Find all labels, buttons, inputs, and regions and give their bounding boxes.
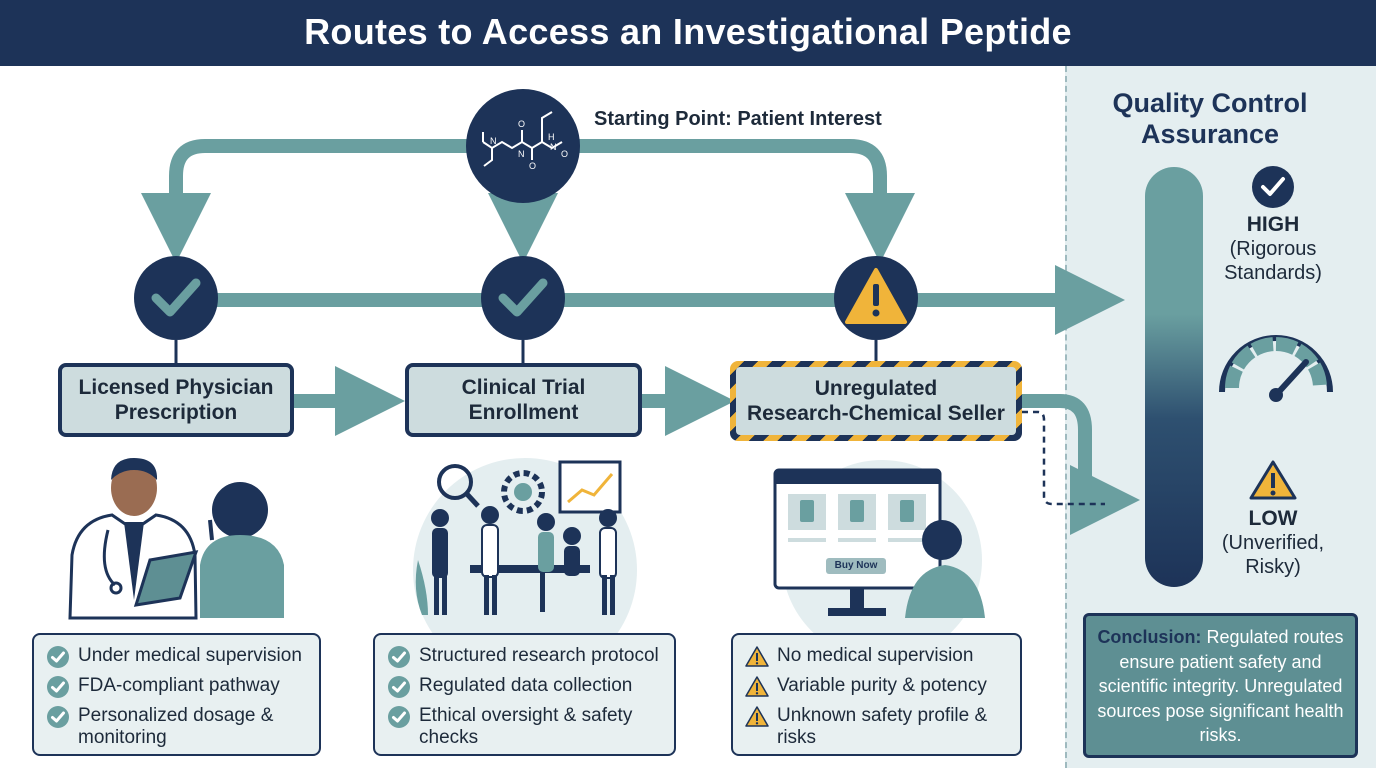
feature-text: Regulated data collection — [419, 675, 633, 696]
list-item: Personalized dosage & monitoring — [46, 705, 309, 749]
page-title: Routes to Access an Investigational Pept… — [0, 0, 1376, 66]
list-item: Structured research protocol — [387, 645, 664, 669]
low-quality-warning-icon — [1249, 460, 1297, 500]
quality-title-line1: Quality Control — [1112, 88, 1308, 118]
flow-arrow-to-seller — [576, 139, 915, 263]
route-seller-title-line2: Research-Chemical Seller — [747, 402, 1005, 425]
feature-text: Structured research protocol — [419, 645, 659, 666]
svg-text:H: H — [548, 132, 555, 142]
check-icon — [47, 706, 69, 728]
warning-icon — [745, 646, 769, 667]
check-icon — [47, 676, 69, 698]
check-icon — [388, 676, 410, 698]
svg-text:O: O — [529, 161, 536, 171]
high-quality-check-icon — [1252, 166, 1294, 208]
svg-text:N: N — [490, 136, 497, 146]
quality-scale-bar — [1145, 167, 1203, 587]
route-physician-title-line1: Licensed Physician — [78, 376, 274, 399]
check-icon — [47, 646, 69, 668]
route-seller-title-line1: Unregulated — [814, 377, 938, 400]
route-physician-title-line2: Prescription — [114, 401, 238, 424]
svg-text:O: O — [561, 149, 568, 159]
feature-text: Under medical supervision — [78, 645, 302, 666]
starting-point-label: Starting Point: Patient Interest — [594, 108, 882, 130]
trial-features: Structured research protocol Regulated d… — [373, 633, 676, 756]
feature-text: No medical supervision — [777, 645, 974, 666]
research-team-illustration — [413, 458, 637, 682]
flow-arrow-seller-to-low — [1020, 394, 1140, 535]
list-item: Variable purity & potency — [745, 675, 1010, 699]
feature-text: Personalized dosage & monitoring — [78, 705, 274, 748]
status-warning-seller — [834, 256, 918, 340]
check-icon — [388, 646, 410, 668]
status-check-trial — [481, 256, 565, 340]
list-item: Unknown safety profile & risks — [745, 705, 1010, 749]
high-desc-line2: Standards) — [1224, 262, 1322, 284]
route-trial-title-line2: Enrollment — [468, 401, 579, 424]
svg-text:N: N — [518, 149, 525, 159]
high-desc-line1: (Rigorous — [1229, 238, 1317, 260]
warning-icon — [745, 706, 769, 727]
high-quality-label: HIGH (Rigorous Standards) — [1203, 213, 1343, 285]
list-item: No medical supervision — [745, 645, 1010, 669]
flow-arrow-to-physician — [141, 139, 470, 263]
feature-text: Unknown safety profile & risks — [777, 705, 988, 748]
quality-title-line2: Assurance — [1140, 119, 1280, 149]
feature-text: FDA-compliant pathway — [78, 675, 280, 696]
conclusion-box: Conclusion: Regulated routes ensure pati… — [1083, 613, 1358, 758]
physician-features: Under medical supervision FDA-compliant … — [32, 633, 321, 756]
dashed-connector — [1022, 410, 1105, 506]
svg-text:O: O — [518, 119, 525, 129]
list-item: Ethical oversight & safety checks — [387, 705, 664, 749]
feature-text: Ethical oversight & safety checks — [419, 705, 633, 748]
route-trial-title-line1: Clinical Trial — [461, 376, 586, 399]
status-check-physician — [134, 256, 218, 340]
low-desc-line2: Risky) — [1245, 556, 1301, 578]
conclusion-text: Regulated routes ensure patient safety a… — [1097, 627, 1344, 745]
low-quality-label: LOW (Unverified, Risky) — [1203, 507, 1343, 579]
list-item: Regulated data collection — [387, 675, 664, 699]
quality-title: Quality Control Assurance — [1065, 88, 1355, 150]
conclusion-lead: Conclusion: — [1097, 627, 1202, 647]
list-item: FDA-compliant pathway — [46, 675, 309, 699]
warning-icon — [745, 676, 769, 697]
low-desc-line1: (Unverified, — [1221, 532, 1325, 554]
molecule-icon: N N O O H N O — [466, 89, 580, 203]
feature-text: Variable purity & potency — [777, 675, 987, 696]
svg-text:N: N — [550, 142, 557, 152]
doctor-patient-illustration — [68, 458, 284, 620]
high-label: HIGH — [1246, 213, 1300, 236]
list-item: Under medical supervision — [46, 645, 309, 669]
seller-features: No medical supervision Variable purity &… — [731, 633, 1022, 756]
check-icon — [388, 706, 410, 728]
quality-gauge-icon — [1219, 335, 1333, 402]
low-label: LOW — [1248, 507, 1298, 530]
buy-now-button: Buy Now — [826, 558, 886, 574]
